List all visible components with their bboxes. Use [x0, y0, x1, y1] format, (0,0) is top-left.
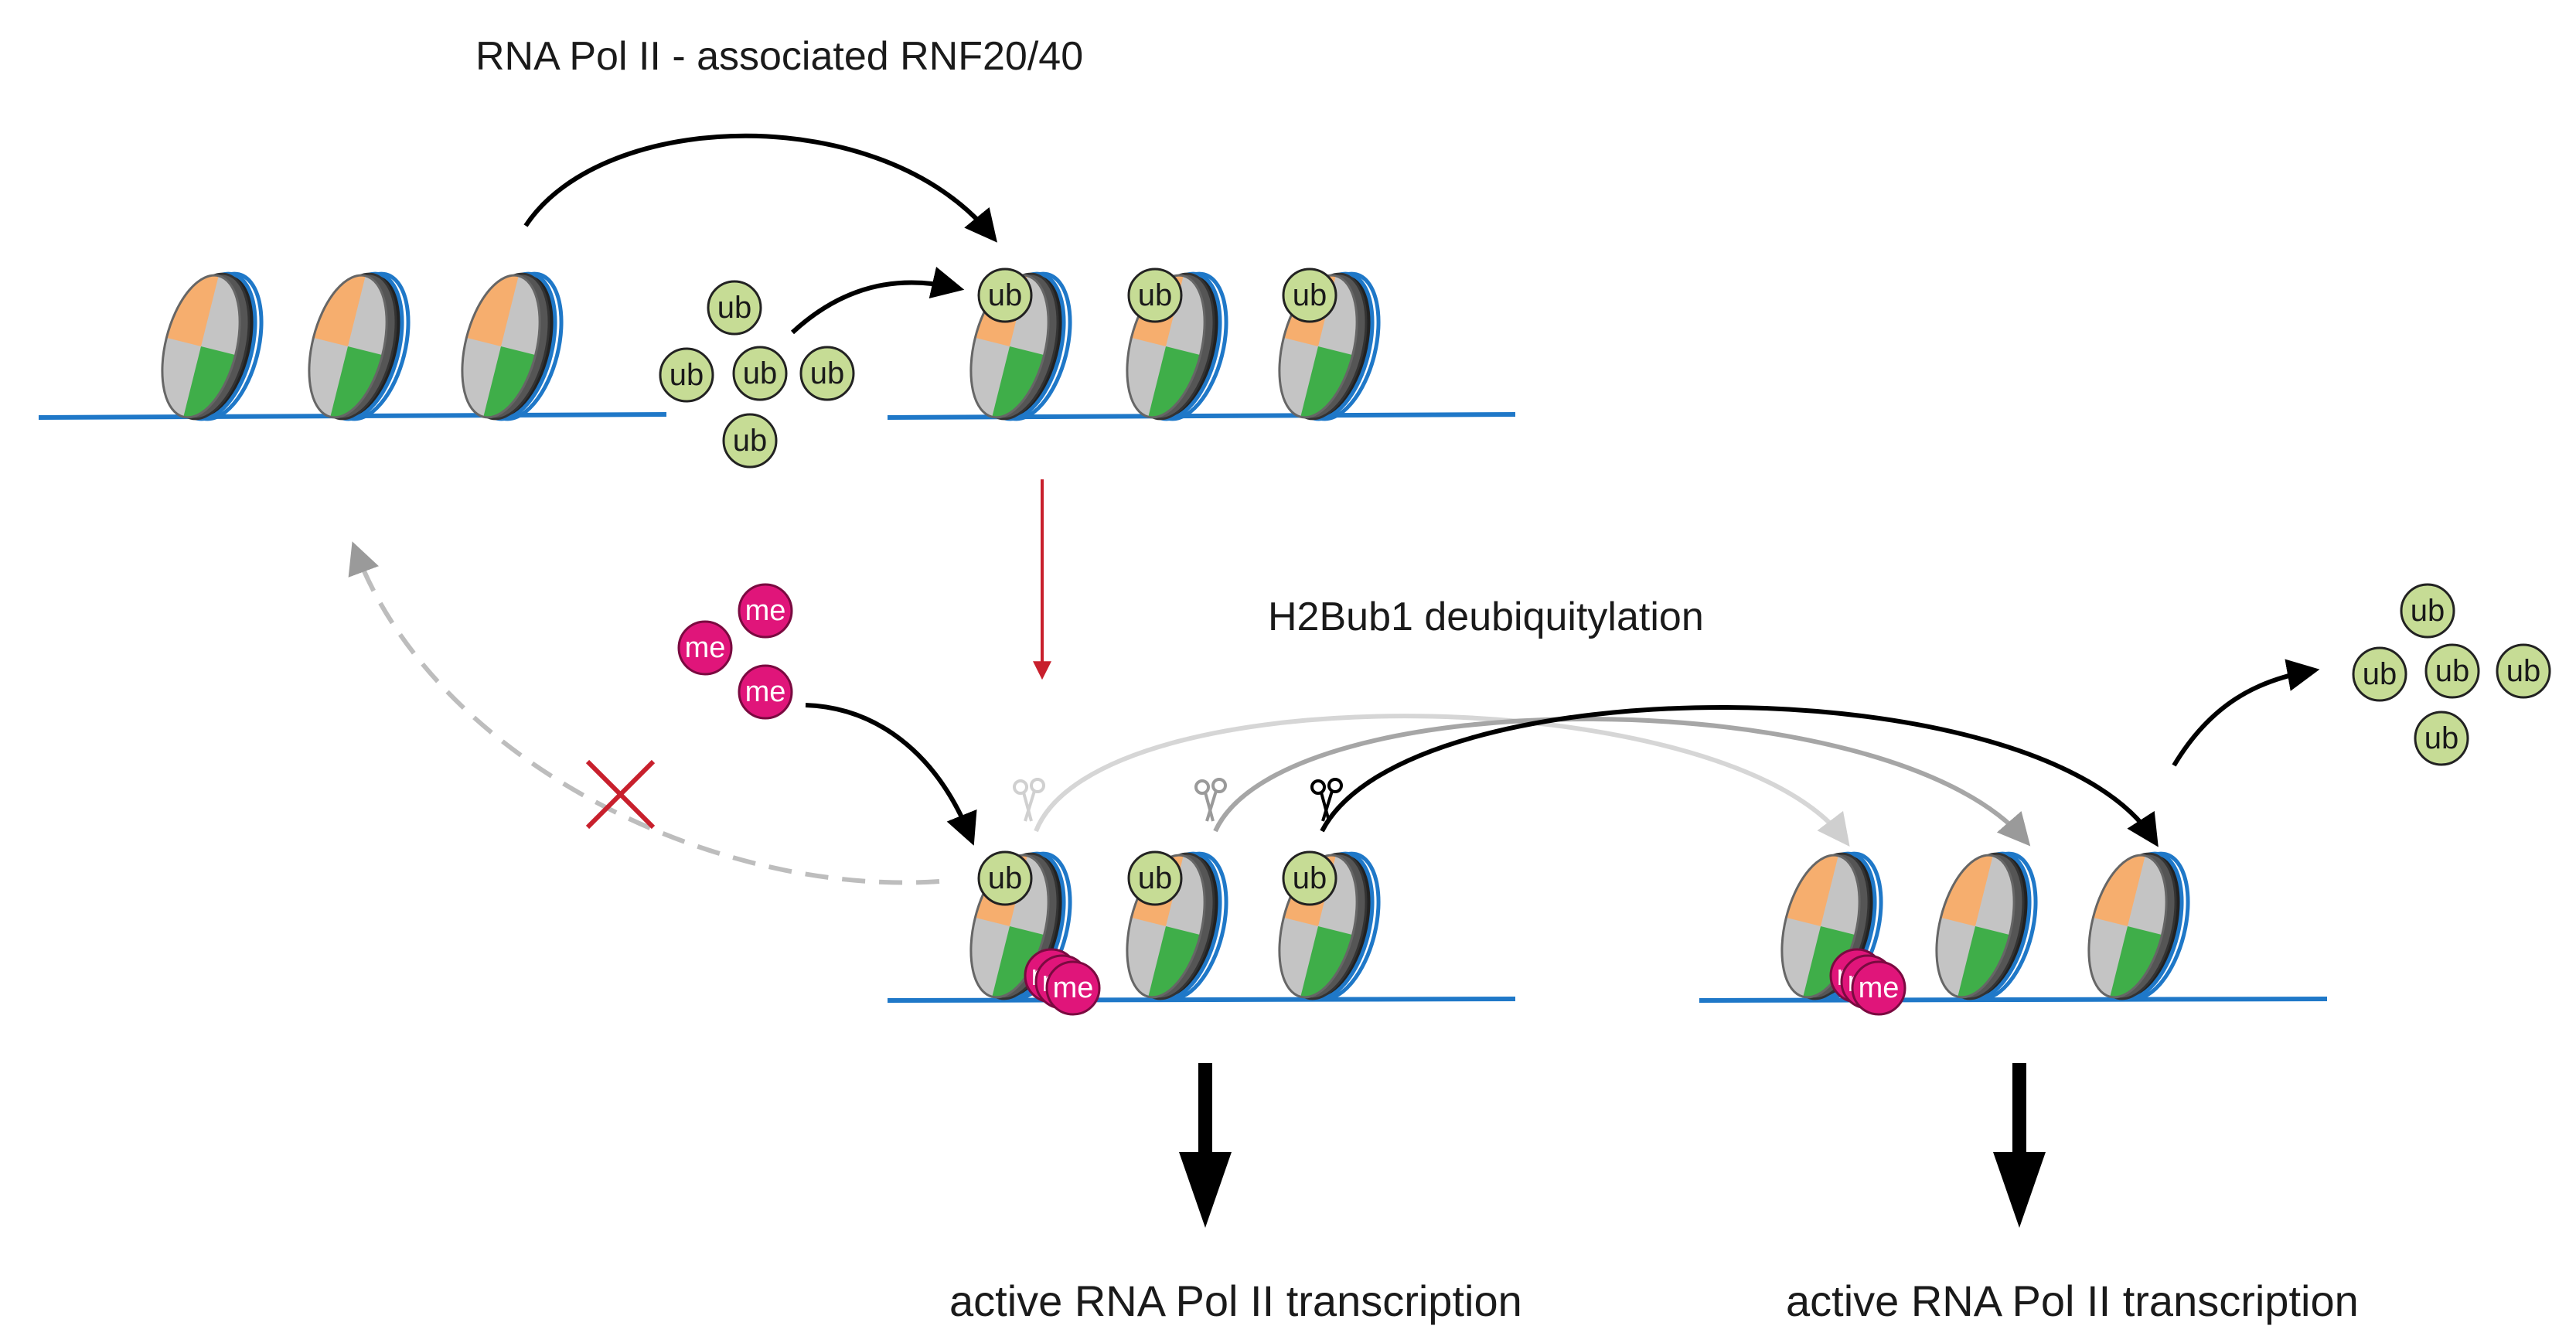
svg-text:ub: ub: [733, 424, 768, 458]
svg-text:ub: ub: [1138, 861, 1173, 895]
svg-text:ub: ub: [2506, 654, 2541, 688]
svg-text:ub: ub: [2424, 721, 2459, 755]
arrow-me-transfer: [805, 703, 977, 846]
svg-text:ub: ub: [670, 358, 704, 392]
svg-text:me: me: [1859, 972, 1900, 1004]
svg-text:ub: ub: [2363, 657, 2397, 691]
ubiquitin-icon: ub: [2496, 643, 2551, 699]
svg-text:ub: ub: [717, 291, 752, 325]
ubiquitin-icon: ub: [1127, 268, 1183, 323]
ubiquitin-icon: ub: [1282, 850, 1337, 906]
arrow-dashed-back: [348, 541, 940, 885]
ubiquitin-icon: ub: [659, 347, 714, 403]
nucleosome-icon: [448, 267, 564, 426]
svg-text:ub: ub: [1293, 861, 1327, 895]
ubiquitin-icon: ub: [732, 346, 788, 401]
arrow-deub-3: [1320, 705, 2159, 847]
arrow-ub-transfer: [790, 267, 965, 335]
label-deubiquitylation: H2Bub1 deubiquitylation: [1268, 595, 1704, 639]
arrow-ub-release: [2172, 659, 2320, 767]
label-transcription-left: active RNA Pol II transcription: [949, 1276, 1522, 1325]
arrow-deub-2: [1213, 717, 2031, 847]
methyl-icon: me: [738, 664, 793, 720]
methyl-icon: me: [1045, 960, 1101, 1016]
dna-strand: [887, 412, 1516, 420]
arrow-rnf-top: [523, 133, 997, 243]
ubiquitin-icon: ub: [2400, 583, 2455, 639]
scissors-icon: [1310, 778, 1343, 822]
arrow-output-left: [1179, 1063, 1232, 1228]
svg-text:ub: ub: [810, 356, 845, 390]
scissors-icon: [1013, 778, 1045, 822]
svg-text:ub: ub: [988, 861, 1023, 895]
ubiquitin-icon: ub: [2352, 646, 2407, 702]
ubiquitin-icon: ub: [1127, 850, 1183, 906]
ubiquitin-icon: ub: [799, 346, 855, 401]
svg-text:ub: ub: [988, 278, 1023, 312]
svg-text:me: me: [745, 595, 786, 627]
nucleosome-icon: [295, 267, 411, 426]
ubiquitin-icon: ub: [2414, 711, 2469, 766]
svg-text:me: me: [745, 676, 786, 708]
scissors-icon: [1194, 778, 1227, 822]
svg-text:ub: ub: [1293, 278, 1327, 312]
svg-text:ub: ub: [1138, 278, 1173, 312]
cross-icon: [585, 759, 656, 830]
svg-text:me: me: [1053, 972, 1094, 1004]
methyl-icon: me: [1851, 960, 1906, 1016]
ubiquitin-icon: ub: [977, 268, 1033, 323]
dna-strand: [887, 997, 1516, 1003]
svg-text:ub: ub: [2435, 654, 2470, 688]
methyl-icon: me: [677, 620, 733, 676]
nucleosome-icon: [148, 267, 264, 426]
ubiquitin-icon: ub: [1282, 268, 1337, 323]
svg-text:ub: ub: [743, 356, 778, 390]
svg-text:ub: ub: [2411, 594, 2445, 628]
ubiquitin-icon: ub: [977, 850, 1033, 906]
ubiquitin-icon: ub: [2424, 643, 2480, 699]
label-transcription-right: active RNA Pol II transcription: [1786, 1276, 2359, 1325]
dna-strand: [1699, 997, 2328, 1003]
nucleosome-icon: [1113, 267, 1228, 426]
arrow-output-right: [1993, 1063, 2046, 1228]
arrow-deub-1: [1034, 714, 1850, 847]
ubiquitin-icon: ub: [707, 280, 762, 336]
methyl-icon: me: [738, 583, 793, 639]
label-rnf20-40: RNA Pol II - associated RNF20/40: [475, 34, 1083, 79]
nucleosome-group: [148, 267, 2190, 1006]
ubiquitin-icon: ub: [722, 413, 778, 469]
svg-text:me: me: [685, 632, 726, 664]
